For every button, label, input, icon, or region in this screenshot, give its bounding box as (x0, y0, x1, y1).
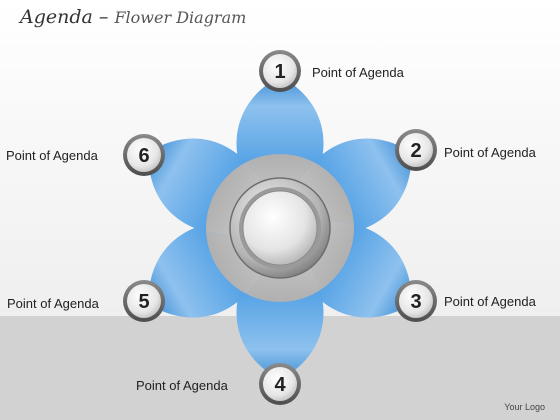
center-hub (229, 177, 331, 279)
badge-number-3: 3 (410, 291, 421, 313)
point-label-6: Point of Agenda (6, 148, 98, 163)
title-main: Agenda (20, 6, 93, 28)
point-label-2: Point of Agenda (444, 145, 536, 160)
badge-number-1: 1 (274, 61, 285, 83)
badge-1: 1 (259, 50, 301, 92)
badge-number-5: 5 (138, 291, 149, 313)
point-label-1: Point of Agenda (312, 65, 404, 80)
badge-number-2: 2 (410, 140, 421, 162)
badge-number-6: 6 (138, 145, 149, 167)
title-sub: Flower Diagram (114, 8, 247, 27)
flower (148, 76, 412, 380)
badge-5: 5 (123, 280, 165, 322)
footer-logo: Your Logo (504, 402, 545, 412)
point-label-3: Point of Agenda (444, 294, 536, 309)
badge-3: 3 (395, 280, 437, 322)
badge-2: 2 (395, 129, 437, 171)
badge-4: 4 (259, 363, 301, 405)
badge-6: 6 (123, 134, 165, 176)
point-label-5: Point of Agenda (7, 296, 99, 311)
badge-number-4: 4 (274, 374, 286, 396)
title-dash: – (92, 6, 115, 28)
point-label-4: Point of Agenda (136, 378, 228, 393)
page-title: Agenda – Flower Diagram (20, 6, 246, 28)
